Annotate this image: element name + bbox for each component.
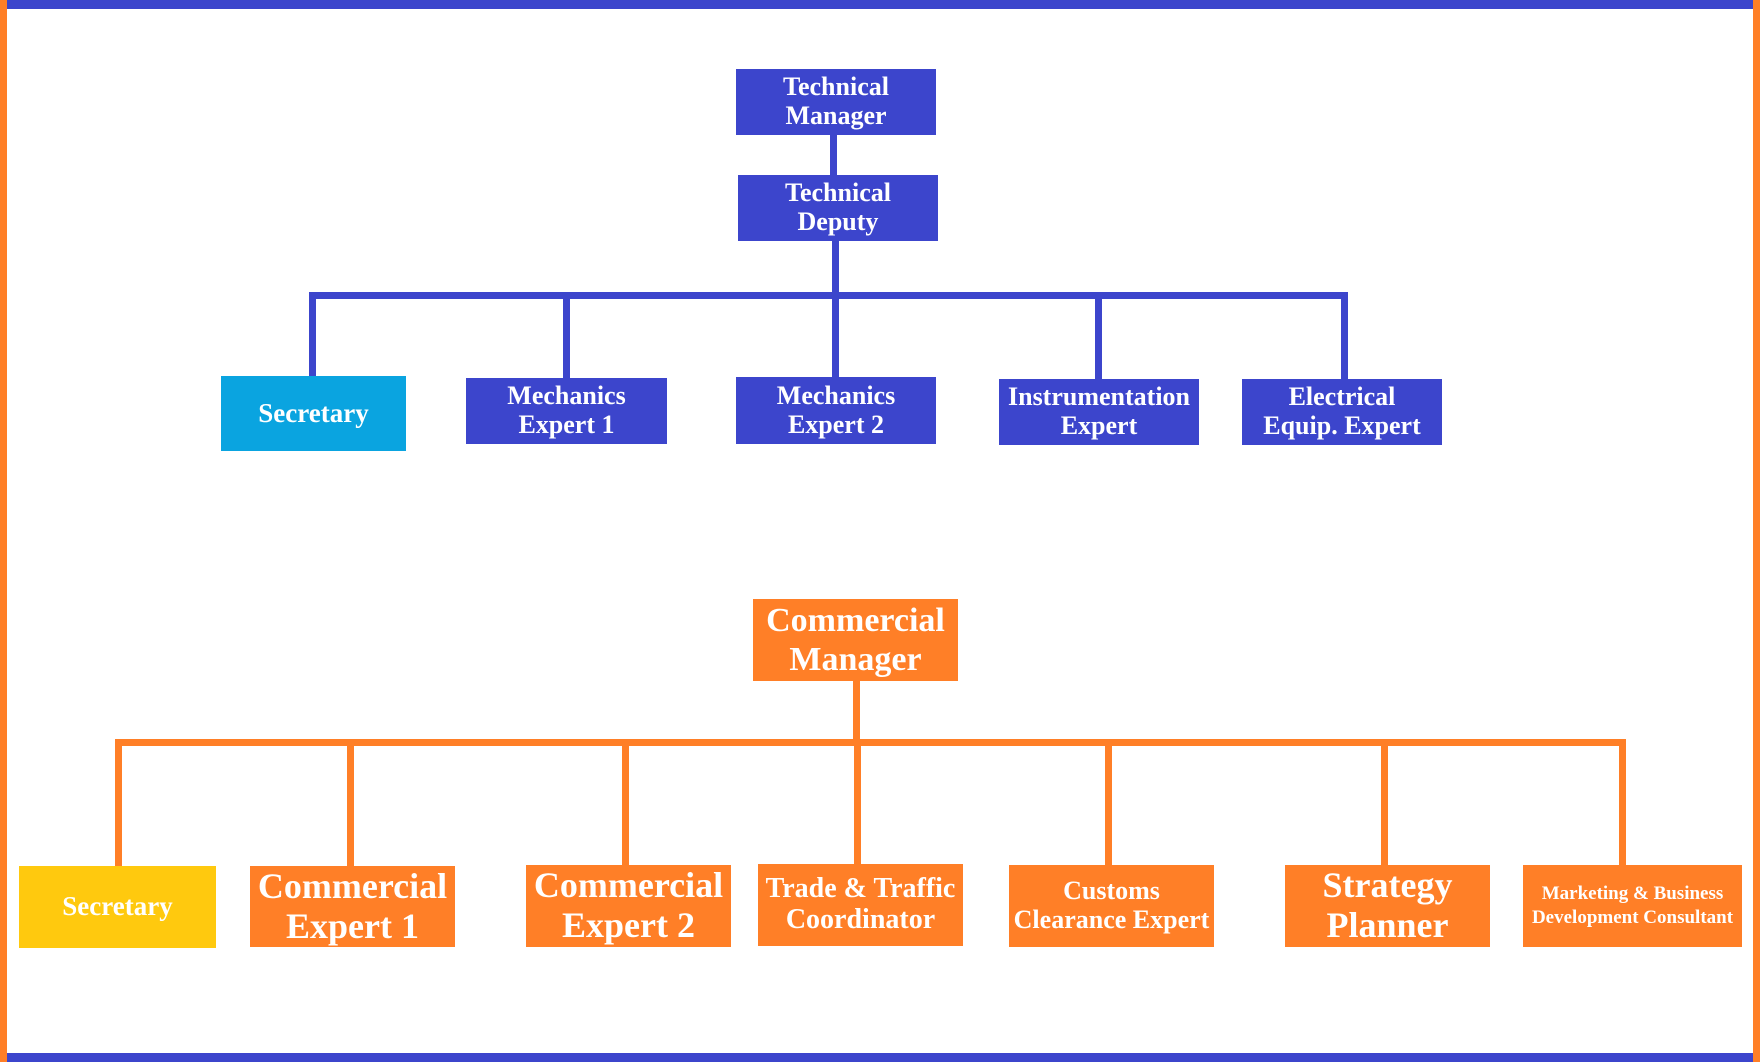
connector-to-commercial-expert-1 (347, 739, 354, 867)
connector-to-secretary (309, 292, 316, 376)
commercial-manager-box: Commercial Manager (753, 599, 958, 681)
frame-top-border (0, 0, 1760, 9)
connector-deputy-trunk (832, 240, 839, 296)
connector-to-commercial-secretary (115, 739, 122, 867)
frame-left-border (0, 0, 7, 1062)
commercial-secretary-box: Secretary (19, 866, 216, 948)
connector-to-trade-traffic-coordinator (854, 739, 861, 865)
mechanics-expert-1-box: Mechanics Expert 1 (466, 378, 667, 444)
connector-to-mechanics-expert-1 (563, 292, 570, 378)
commercial-expert-1-box: Commercial Expert 1 (250, 866, 455, 947)
connector-manager-deputy (830, 134, 837, 176)
technical-secretary-box: Secretary (221, 376, 406, 451)
connector-technical-horizontal (309, 292, 1348, 299)
mechanics-expert-2-box: Mechanics Expert 2 (736, 377, 936, 444)
trade-traffic-coordinator-box: Trade & Traffic Coordinator (758, 864, 963, 946)
commercial-expert-2-box: Commercial Expert 2 (526, 865, 731, 947)
connector-commercial-horizontal (115, 739, 1626, 746)
connector-to-commercial-expert-2 (622, 739, 629, 866)
customs-clearance-expert-box: Customs Clearance Expert (1009, 865, 1214, 947)
connector-to-customs-clearance-expert (1105, 739, 1112, 866)
connector-to-strategy-planner (1381, 739, 1388, 866)
frame-bottom-border (0, 1053, 1760, 1062)
technical-deputy-box: Technical Deputy (738, 175, 938, 241)
strategy-planner-box: Strategy Planner (1285, 865, 1490, 947)
instrumentation-expert-box: Instrumentation Expert (999, 379, 1199, 445)
frame-right-border (1753, 0, 1760, 1062)
electrical-equip-expert-box: Electrical Equip. Expert (1242, 379, 1442, 445)
connector-commercial-manager-trunk (853, 680, 860, 743)
connector-to-mechanics-expert-2 (832, 292, 839, 378)
connector-to-electrical-expert (1341, 292, 1348, 380)
technical-manager-box: Technical Manager (736, 69, 936, 135)
marketing-business-development-consultant-box: Marketing & Business Development Consult… (1523, 865, 1742, 947)
connector-to-instrumentation-expert (1095, 292, 1102, 380)
connector-to-marketing-consultant (1619, 739, 1626, 866)
